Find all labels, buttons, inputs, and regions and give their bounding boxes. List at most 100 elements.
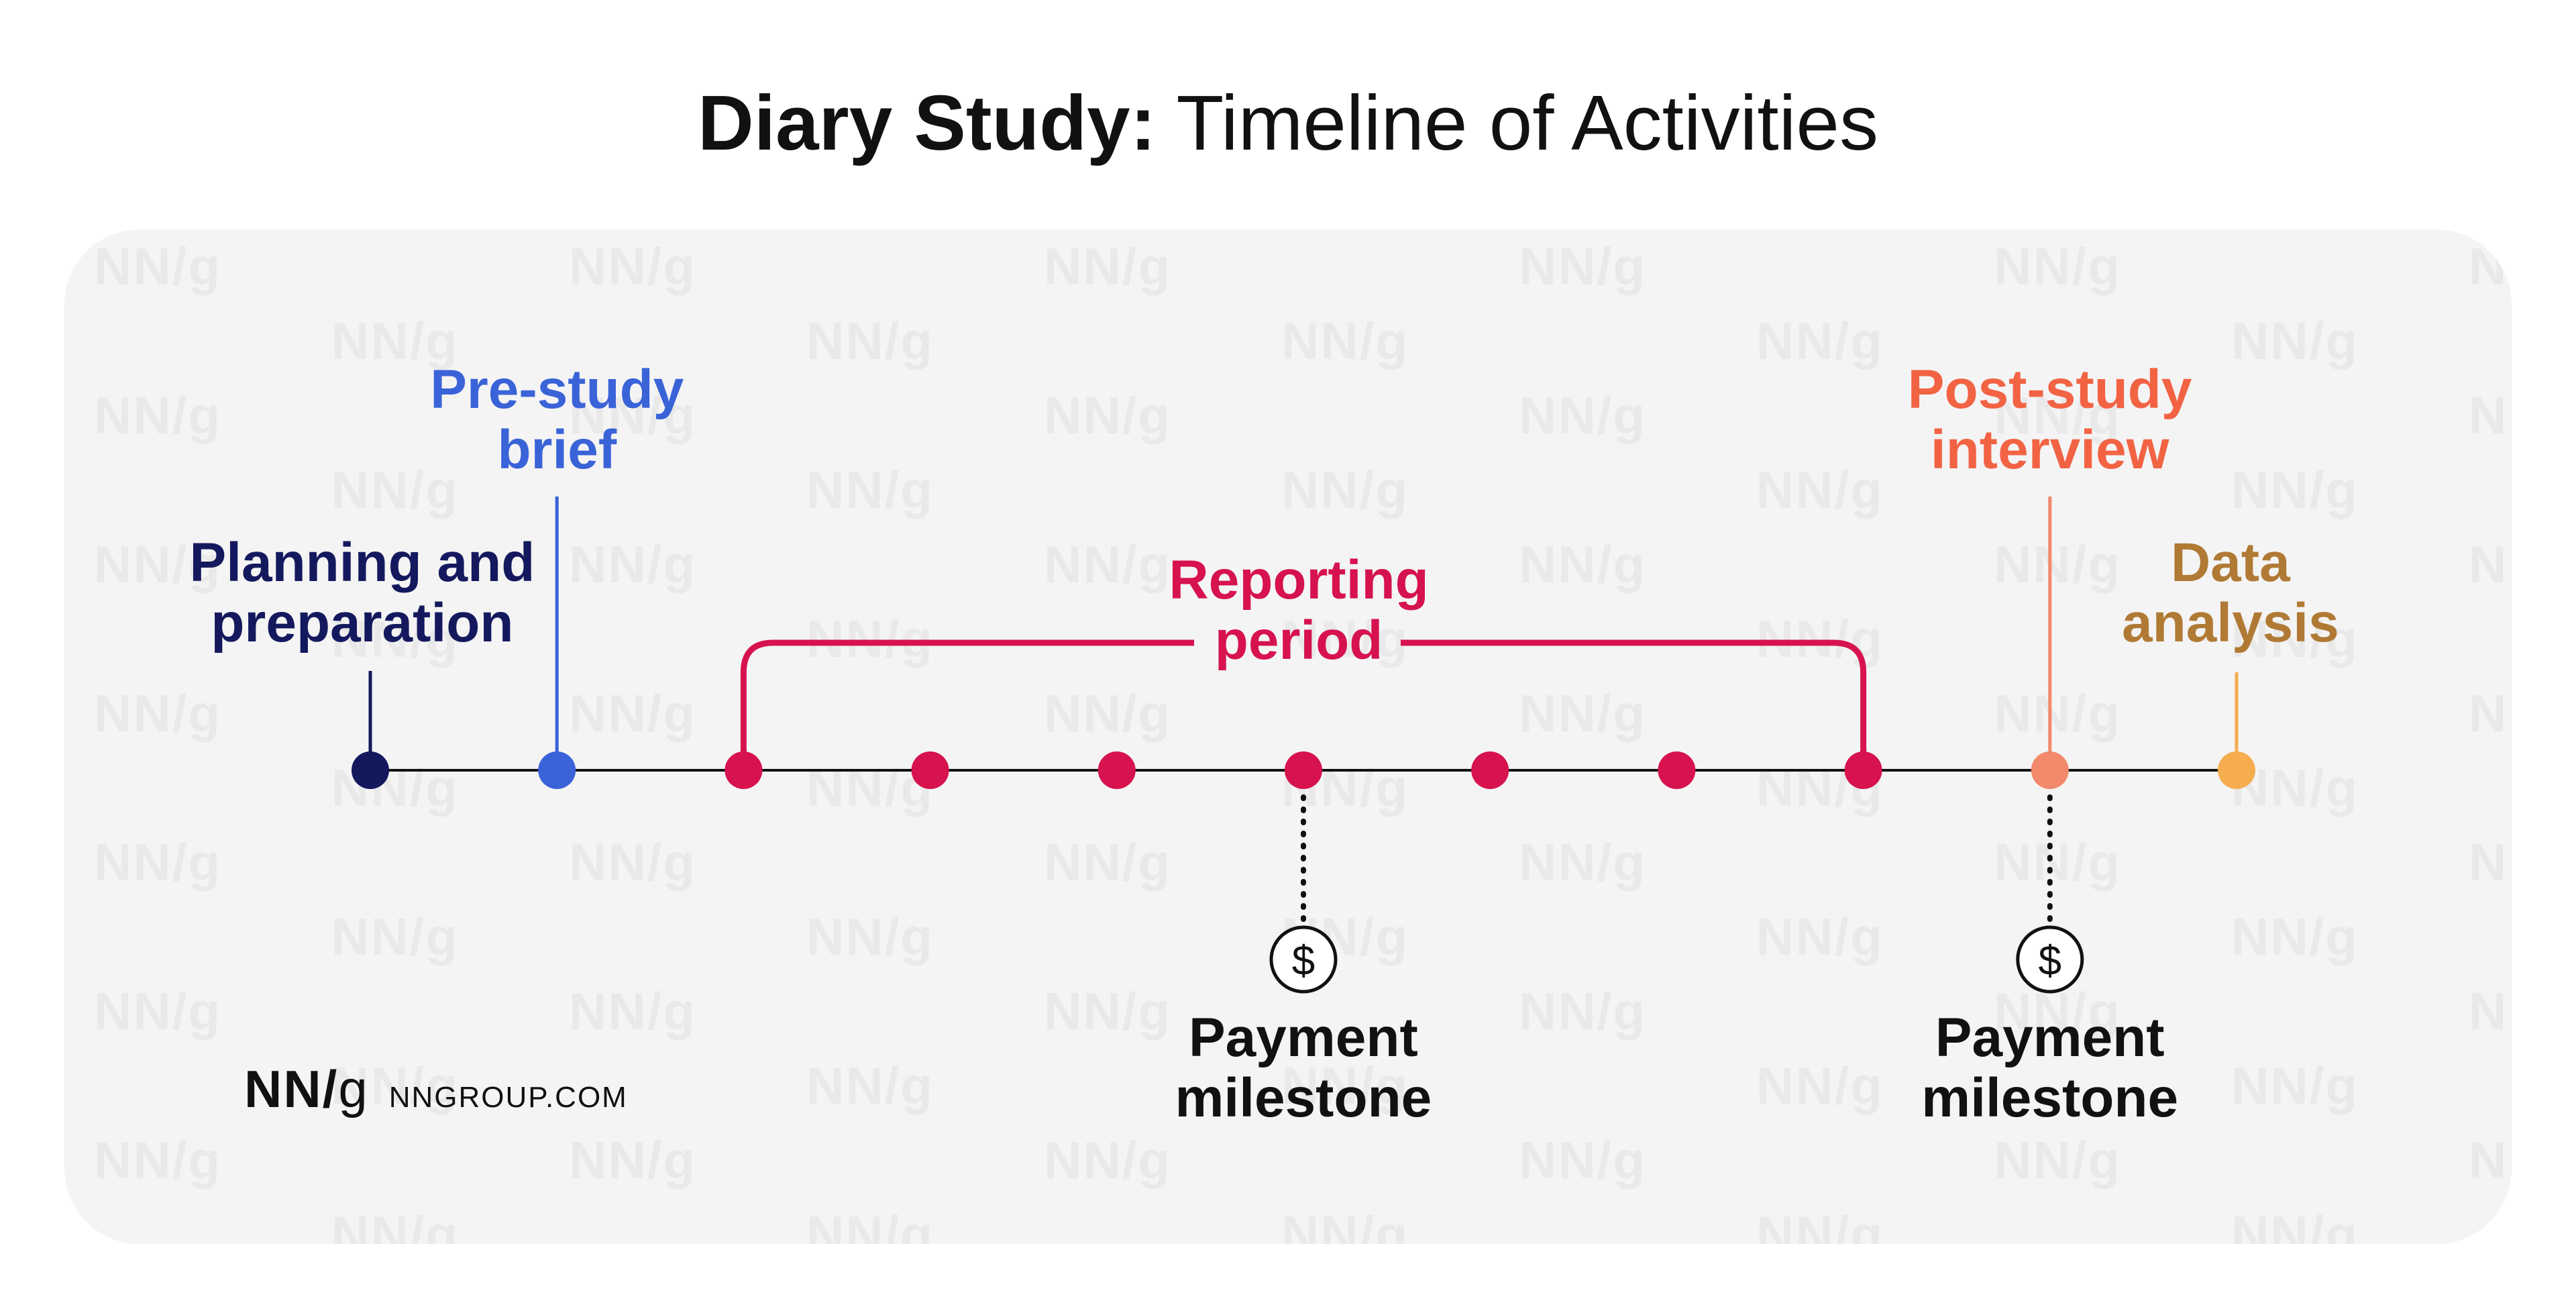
dollar-icon — [1269, 925, 1338, 994]
watermark-text: NN/g — [1044, 386, 1171, 445]
watermark-text: NN/g — [94, 535, 221, 594]
watermark-text: NN/g — [2469, 833, 2512, 892]
watermark-text: NN/g — [331, 311, 459, 370]
watermark-text: NN/g — [2231, 609, 2359, 668]
watermark-text: NN/g — [1519, 386, 1646, 445]
post-study-dot — [2031, 751, 2069, 789]
logo-mark-nn: NN/ — [244, 1059, 339, 1118]
nng-logo: NN/g NNGROUP.COM — [244, 1059, 628, 1120]
reporting-dot — [724, 751, 763, 789]
watermark-text: NN/g — [94, 833, 221, 892]
watermark-text: NN/g — [331, 1056, 459, 1115]
reporting-dot — [1844, 751, 1882, 789]
watermark-text: NN/g — [569, 982, 696, 1041]
watermark-text: NN/g — [569, 386, 696, 445]
watermark-text: NN/g — [1519, 833, 1646, 892]
reporting-dot — [1285, 751, 1322, 789]
watermark-text: NN/g — [94, 237, 221, 296]
dollar-icon — [2016, 925, 2084, 994]
watermark-text: NN/g — [1044, 535, 1171, 594]
logo-site: NNGROUP.COM — [388, 1081, 628, 1114]
reporting-period-bracket — [740, 639, 1867, 770]
reporting-dot — [1097, 751, 1136, 789]
watermark-text: NN/g — [1044, 833, 1171, 892]
watermark-text: NN/g — [94, 386, 221, 445]
watermark-text: NN/g — [331, 609, 459, 668]
watermark-text: NN/g — [1281, 609, 1409, 668]
watermark-text: NN/g — [1519, 237, 1646, 296]
watermark-text: NN/g — [1044, 982, 1171, 1041]
watermark-text: NN/g — [1756, 1205, 1884, 1244]
title-bold: Diary Study: — [698, 79, 1157, 166]
watermark-text: NN/g — [1756, 460, 1884, 519]
watermark-text: NN/g — [569, 833, 696, 892]
diagram-title: Diary Study: Timeline of Activities — [0, 79, 2576, 166]
watermark-text: NN/g — [1519, 535, 1646, 594]
pre-study-dot — [538, 751, 576, 789]
watermark-text: NN/g — [806, 907, 934, 966]
logo-mark: NN/g — [244, 1059, 369, 1120]
logo-mark-g: g — [338, 1059, 369, 1118]
watermark-text: NN/g — [2469, 684, 2512, 743]
watermark-text: NN/g — [1044, 1131, 1171, 1190]
watermark-text: NN/g — [2231, 1056, 2359, 1115]
watermark-text: NN/g — [2231, 460, 2359, 519]
diagram-panel: NN/gNN/gNN/gNN/gNN/gNN/gNN/gNN/gNN/gNN/g… — [64, 229, 2512, 1244]
watermark-text: NN/g — [1756, 907, 1884, 966]
watermark-text: NN/g — [1994, 386, 2121, 445]
watermark-text: NN/g — [569, 535, 696, 594]
data-analysis-dot — [2218, 751, 2255, 789]
watermark-text: NN/g — [1519, 684, 1646, 743]
watermark-text: NN/g — [2469, 535, 2512, 594]
watermark-text: NN/g — [331, 907, 459, 966]
watermark-text: NN/g — [569, 237, 696, 296]
watermark-text: NN/g — [806, 1056, 934, 1115]
watermark-text: NN/g — [2469, 386, 2512, 445]
watermark-text: NN/g — [1994, 684, 2121, 743]
watermark-text: NN/g — [806, 1205, 934, 1244]
watermark-text: NN/g — [94, 982, 221, 1041]
watermark-text: NN/g — [806, 609, 934, 668]
watermark-text: NN/g — [1994, 237, 2121, 296]
watermark-text: NN/g — [1756, 311, 1884, 370]
watermark-text: NN/g — [806, 311, 934, 370]
watermark-text: NN/g — [1281, 460, 1409, 519]
watermark-text: NN/g — [1281, 1056, 1409, 1115]
reporting-dot — [911, 751, 949, 789]
watermark-text: NN/g — [331, 1205, 459, 1244]
watermark-text: NN/g — [2231, 311, 2359, 370]
dollar-symbol: $ — [2039, 938, 2061, 984]
reporting-dot — [1471, 751, 1509, 789]
watermark-text: NN/g — [569, 684, 696, 743]
watermark-text: NN/g — [2231, 907, 2359, 966]
watermark-text: NN/g — [1994, 535, 2121, 594]
watermark-text: NN/g — [806, 758, 934, 817]
watermark-text: NN/g — [1756, 1056, 1884, 1115]
watermark-text: NN/g — [331, 460, 459, 519]
watermark-text: NN/g — [2469, 982, 2512, 1041]
watermark-text: NN/g — [806, 460, 934, 519]
watermark-text: NN/g — [94, 684, 221, 743]
dollar-symbol: $ — [1292, 938, 1315, 984]
watermark-text: NN/g — [1281, 311, 1409, 370]
watermark-text: NN/g — [2231, 1205, 2359, 1244]
watermark-text: NN/g — [1994, 1131, 2121, 1190]
watermark-text: NN/g — [94, 1131, 221, 1190]
watermark-text: NN/g — [1519, 982, 1646, 1041]
watermark-text: NN/g — [2469, 1131, 2512, 1190]
watermark-text: NN/g — [1044, 684, 1171, 743]
reporting-dot — [1658, 751, 1696, 789]
watermark-text: NN/g — [1994, 833, 2121, 892]
watermark-text: NN/g — [1519, 1131, 1646, 1190]
watermark-text: NN/g — [2469, 237, 2512, 296]
watermark-text: NN/g — [1281, 1205, 1409, 1244]
planning-dot — [352, 751, 389, 789]
